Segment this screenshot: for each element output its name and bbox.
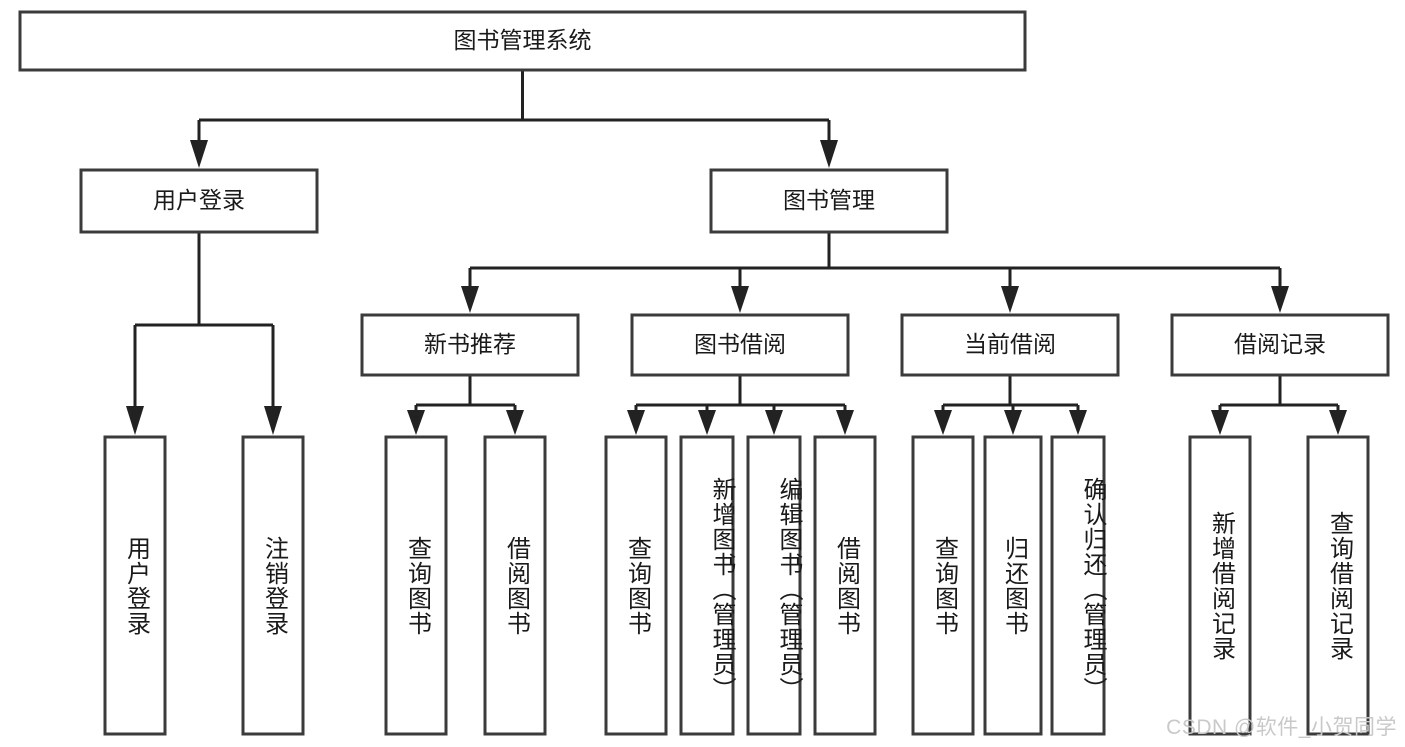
arrow-head-new-book-recommend bbox=[461, 286, 479, 313]
arrow-head-borrow-record bbox=[1271, 286, 1289, 313]
connector-group-book-manage-to-level3 bbox=[461, 232, 1289, 313]
arrow-head-leaf-logout bbox=[264, 406, 282, 435]
arrow-head-user-login bbox=[190, 140, 208, 168]
arrow-head-leaf-edit-book bbox=[765, 410, 783, 435]
node-borrow-record-label: 借阅记录 bbox=[1234, 331, 1326, 357]
node-leaf-edit-book-box[interactable] bbox=[746, 435, 802, 736]
node-book-manage-box[interactable] bbox=[709, 168, 949, 234]
node-current-borrow[interactable]: 当前借阅 bbox=[900, 313, 1120, 377]
connector-group-user-login-to-leaves bbox=[126, 232, 282, 435]
connector-group-book-borrow-to-leaves bbox=[627, 375, 854, 435]
arrow-head-leaf-borrow-book-2 bbox=[836, 410, 854, 435]
arrow-head-leaf-add-record bbox=[1211, 410, 1229, 435]
node-leaf-query-book-1-box[interactable] bbox=[384, 435, 448, 736]
node-user-login-box[interactable] bbox=[79, 168, 319, 234]
connector-group-borrow-record-to-leaves bbox=[1211, 375, 1347, 435]
node-root[interactable]: 图书管理系统 bbox=[18, 10, 1027, 72]
connector-group-root-to-level2 bbox=[190, 70, 838, 168]
node-leaf-confirm-return-box[interactable] bbox=[1050, 435, 1106, 736]
arrow-head-leaf-query-record bbox=[1329, 410, 1347, 435]
node-leaf-add-record-box[interactable] bbox=[1188, 435, 1252, 736]
node-book-manage[interactable]: 图书管理 bbox=[709, 168, 949, 234]
connector-group-current-borrow-to-leaves bbox=[934, 375, 1087, 435]
node-leaf-query-book-3-box[interactable] bbox=[911, 435, 975, 736]
watermark: CSDN @软件_小贺同学 bbox=[1166, 716, 1397, 739]
arrow-head-leaf-borrow-book-1 bbox=[506, 410, 524, 435]
node-leaf-borrow-book-1-box[interactable] bbox=[483, 435, 547, 736]
arrow-head-leaf-query-book-2 bbox=[627, 410, 645, 435]
arrow-head-current-borrow bbox=[1001, 286, 1019, 313]
arrow-head-leaf-query-book-1 bbox=[407, 410, 425, 435]
node-borrow-record-box[interactable] bbox=[1170, 313, 1390, 377]
node-borrow-record[interactable]: 借阅记录 bbox=[1170, 313, 1390, 377]
node-leaf-query-book-2-box[interactable] bbox=[604, 435, 668, 736]
arrow-head-leaf-user-login bbox=[126, 406, 144, 435]
node-book-borrow[interactable]: 图书借阅 bbox=[630, 313, 850, 377]
arrow-head-book-borrow bbox=[731, 286, 749, 313]
node-leaf-return-book-box[interactable] bbox=[983, 435, 1043, 736]
node-new-book-recommend-box[interactable] bbox=[360, 313, 580, 377]
node-new-book-recommend-label: 新书推荐 bbox=[424, 331, 516, 357]
node-leaf-query-record-box[interactable] bbox=[1306, 435, 1370, 736]
node-root-box[interactable] bbox=[18, 10, 1027, 72]
arrow-head-leaf-confirm-return bbox=[1069, 410, 1087, 435]
arrow-head-leaf-add-book bbox=[698, 410, 716, 435]
node-book-borrow-label: 图书借阅 bbox=[694, 331, 786, 357]
node-leaf-user-login-box[interactable] bbox=[103, 435, 167, 736]
node-new-book-recommend[interactable]: 新书推荐 bbox=[360, 313, 580, 377]
arrow-head-book-manage bbox=[820, 140, 838, 168]
node-user-login[interactable]: 用户登录 bbox=[79, 168, 319, 234]
node-current-borrow-box[interactable] bbox=[900, 313, 1120, 377]
node-leaf-add-book-box[interactable] bbox=[679, 435, 735, 736]
arrow-head-leaf-return-book bbox=[1004, 410, 1022, 435]
node-book-borrow-box[interactable] bbox=[630, 313, 850, 377]
node-leaf-borrow-book-2-box[interactable] bbox=[813, 435, 877, 736]
node-leaf-logout-box[interactable] bbox=[241, 435, 305, 736]
node-book-manage-label: 图书管理 bbox=[783, 187, 875, 213]
node-user-login-label: 用户登录 bbox=[153, 187, 245, 213]
node-root-label: 图书管理系统 bbox=[454, 27, 592, 53]
arrow-head-leaf-query-book-3 bbox=[934, 410, 952, 435]
node-current-borrow-label: 当前借阅 bbox=[964, 331, 1056, 357]
connector-group-new-book-recommend-to-leaves bbox=[407, 375, 524, 435]
